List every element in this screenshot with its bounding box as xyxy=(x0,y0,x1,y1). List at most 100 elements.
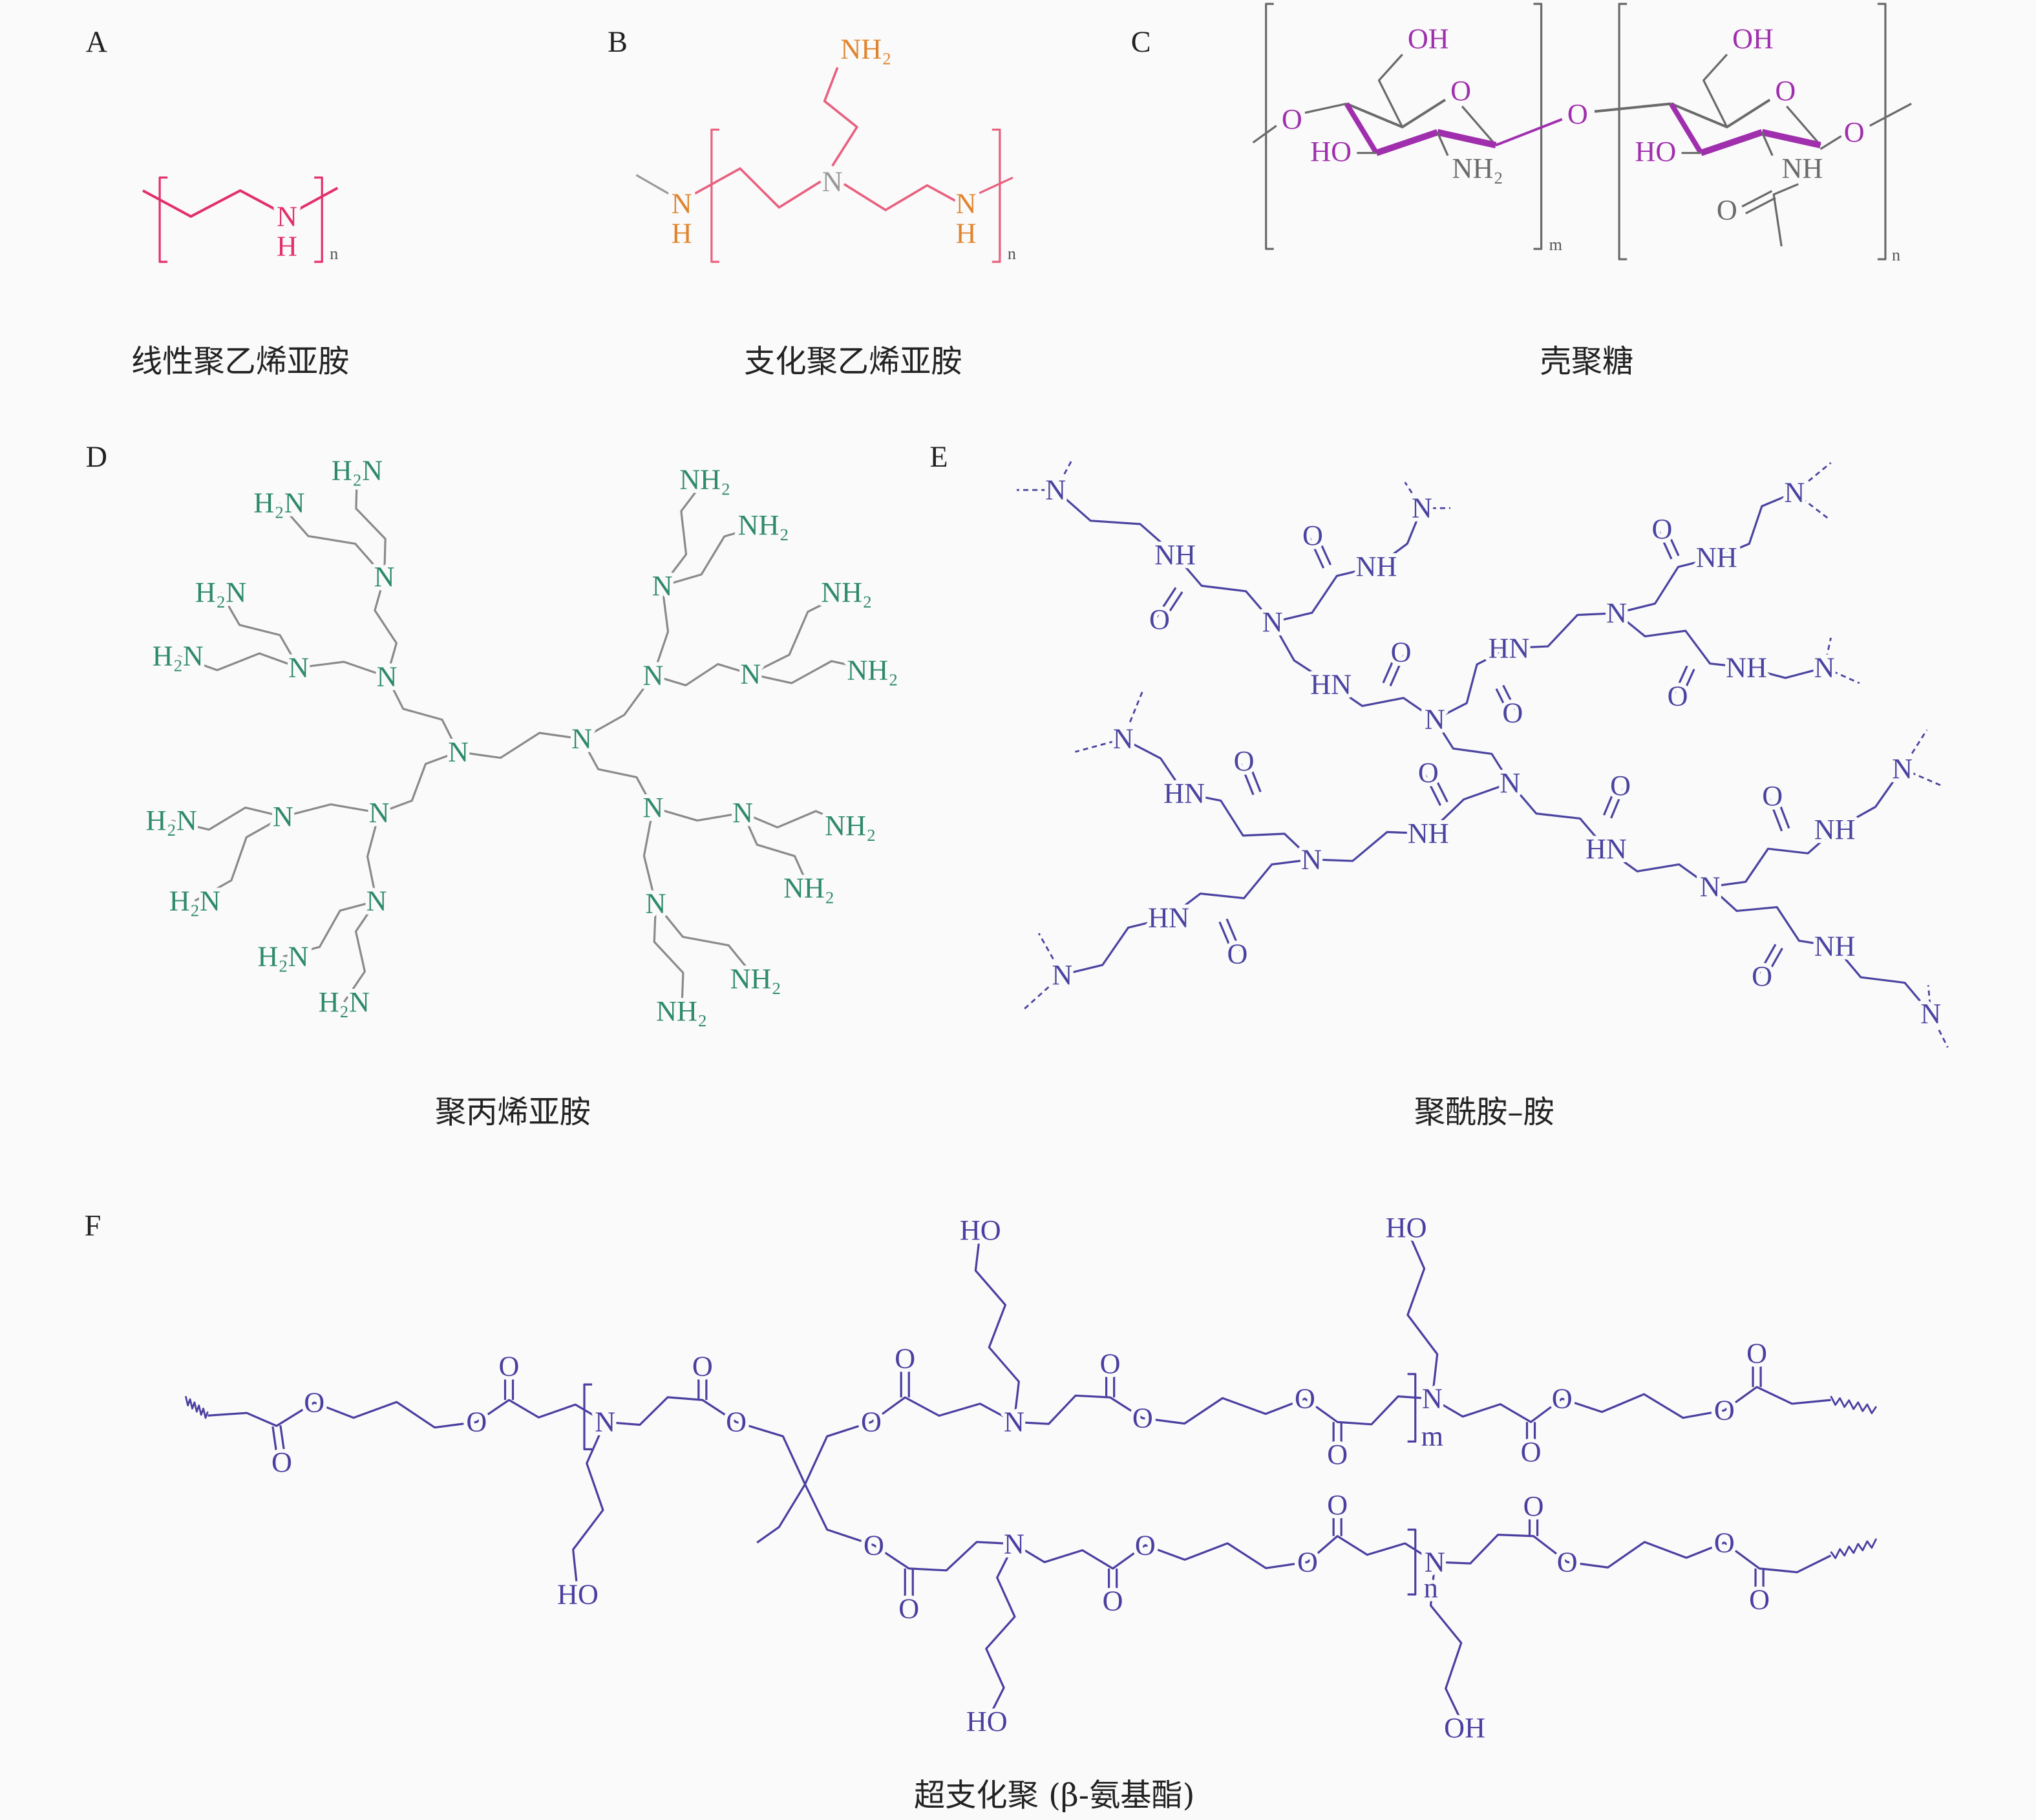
panel-letter-e: E xyxy=(929,440,948,473)
bond xyxy=(1930,1013,1949,1048)
bond xyxy=(1823,637,1832,668)
bond xyxy=(1901,729,1928,770)
terminal-amine: NH₂ xyxy=(821,577,872,608)
terminal-amine: NH₂ xyxy=(783,872,834,904)
atom-label: N xyxy=(1784,477,1805,509)
atom-label: N xyxy=(822,165,843,197)
bond xyxy=(298,661,388,678)
bond xyxy=(1430,770,1448,803)
bond xyxy=(1174,554,1273,623)
atom-label: m xyxy=(1421,1421,1443,1452)
repeat-subscript: m xyxy=(1549,235,1562,254)
bond xyxy=(1272,565,1377,624)
atom-label: O xyxy=(1135,1529,1156,1561)
bond xyxy=(1168,858,1312,919)
atom-label: O xyxy=(1749,1584,1770,1616)
bond xyxy=(1405,1227,1439,1399)
atom-label: HN xyxy=(1310,669,1352,701)
atom-label: N xyxy=(595,1406,615,1438)
atom-label: N xyxy=(1052,959,1072,991)
amine-nitrogen: N xyxy=(448,736,469,768)
bond xyxy=(1710,829,1836,888)
amine-nitrogen: N xyxy=(366,885,387,916)
bond xyxy=(1794,492,1829,520)
bond xyxy=(1927,985,1932,1014)
atom-label: O xyxy=(1282,103,1302,135)
atom-label: O xyxy=(1132,1402,1153,1434)
bond xyxy=(1183,792,1313,860)
atom-label: O xyxy=(1227,938,1248,970)
amine-nitrogen: N xyxy=(643,659,664,691)
bond xyxy=(1657,530,1673,560)
bond xyxy=(653,662,751,686)
atom-label: N xyxy=(1606,597,1627,629)
bond xyxy=(1745,196,1776,215)
atom-label: O xyxy=(466,1406,487,1438)
bond xyxy=(1709,885,1835,947)
bond xyxy=(1594,102,1671,113)
caption-branched-pei: 支化聚乙烯亚胺 xyxy=(744,344,962,380)
bond xyxy=(1075,737,1124,753)
bond xyxy=(1382,650,1399,684)
terminal-amine: NH₂ xyxy=(825,810,876,841)
bond xyxy=(661,479,706,587)
atom-label: HO xyxy=(966,1706,1008,1737)
bond xyxy=(1265,3,1274,250)
atom-label: O xyxy=(861,1406,882,1438)
atom-label: O xyxy=(1717,194,1737,226)
atom-label: N xyxy=(277,200,297,232)
terminal-amine: H₂N xyxy=(195,577,246,608)
atom-label: O xyxy=(1714,1527,1735,1558)
bond xyxy=(1616,612,1747,669)
bond xyxy=(1680,668,1695,699)
bond xyxy=(458,732,582,759)
terminal-amine: H₂N xyxy=(169,885,220,916)
atom-label: n xyxy=(1424,1572,1438,1603)
bond xyxy=(1271,621,1332,686)
bond xyxy=(756,1483,806,1544)
atom-label: O xyxy=(692,1351,713,1382)
panel-letter-c: C xyxy=(1131,25,1151,58)
bond xyxy=(581,675,654,740)
atom-label: N xyxy=(672,187,692,219)
bond xyxy=(355,471,387,577)
atom-label: HO xyxy=(557,1579,599,1611)
atom-label: O xyxy=(1521,1436,1542,1468)
bond xyxy=(1702,54,1728,128)
atom-label: O xyxy=(1149,604,1170,635)
bond xyxy=(271,1426,279,1463)
atom-label: H xyxy=(277,231,297,262)
bond xyxy=(177,652,299,672)
atom-label: O xyxy=(1302,520,1323,551)
bond xyxy=(635,174,671,196)
bond xyxy=(1509,612,1617,650)
bond xyxy=(1423,774,1441,806)
atom-label: N xyxy=(1425,1546,1445,1578)
terminal-amine: H₂N xyxy=(332,455,383,487)
bond xyxy=(750,591,847,675)
atom-label: O xyxy=(1234,745,1255,777)
atom-label: O xyxy=(1297,1546,1318,1578)
bond xyxy=(158,176,168,263)
bond xyxy=(1330,683,1436,721)
terminal-amine: H₂N xyxy=(257,941,308,973)
bond xyxy=(804,1483,1832,1574)
atom-label: O xyxy=(895,1342,915,1374)
atom-label: HO xyxy=(1310,136,1352,167)
atom-label: O xyxy=(898,1593,919,1625)
bond xyxy=(1741,190,1773,208)
amine-nitrogen: N xyxy=(643,792,664,823)
panel-letter-d: D xyxy=(86,440,107,473)
bond xyxy=(194,816,284,902)
bond xyxy=(1239,761,1255,796)
panel-letter-a: A xyxy=(86,25,107,58)
bond xyxy=(1308,536,1325,569)
atom-label: O xyxy=(1714,1395,1735,1426)
bond xyxy=(1834,946,1932,1015)
terminal-amine: H₂N xyxy=(253,487,304,519)
bond xyxy=(1775,794,1790,829)
amine-nitrogen: N xyxy=(740,658,761,690)
bond xyxy=(692,167,822,209)
